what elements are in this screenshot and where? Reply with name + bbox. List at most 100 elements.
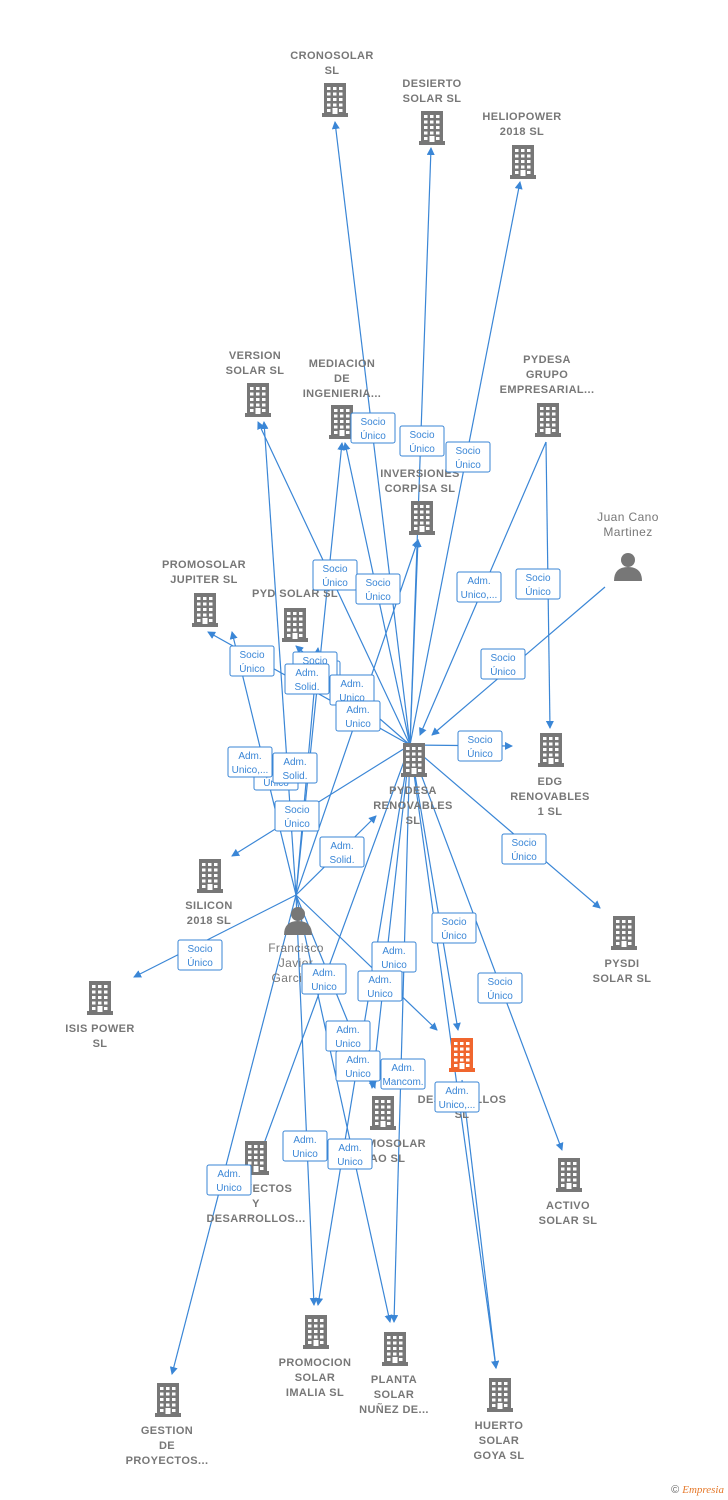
node-label: INGENIERIA...: [303, 388, 382, 400]
node-pyd_solar[interactable]: PYD SOLAR SL: [252, 588, 338, 642]
edge-label-text: Único: [322, 576, 348, 589]
edge-label-text: Adm.: [391, 1063, 414, 1074]
node-label: SOLAR: [479, 1435, 520, 1447]
edge-label-text: Socio: [322, 564, 347, 575]
node-label: PLANTA: [371, 1374, 417, 1386]
node-label: PYSDI: [604, 958, 639, 970]
copyright-symbol: ©: [671, 1484, 680, 1496]
node-label: ISIS POWER: [65, 1023, 134, 1035]
edge-label-pydesa_renovables-to-activo[interactable]: Adm.Unico,...: [456, 571, 502, 603]
building-icon: [535, 403, 561, 437]
edge-label-text: Socio: [360, 417, 385, 428]
node-label: ACTIVO: [546, 1200, 590, 1212]
edge-label-francisco-to-nunez[interactable]: Adm.Unico: [282, 1130, 328, 1162]
edge-label-text: Solid.: [282, 771, 307, 782]
edge-label-francisco-to-gestion[interactable]: Adm.Mancom.: [380, 1058, 426, 1090]
edge-pydesa_renovables-to-promosolar_lao: [368, 744, 411, 1089]
edge-label-francisco-to-pydesa_renovables[interactable]: Adm.Solid.: [284, 663, 330, 695]
edge-label-box: [206, 1164, 252, 1196]
node-label: EDG: [537, 776, 562, 788]
edge-label-text: Unico,...: [232, 765, 269, 776]
edge-label-box: [282, 1130, 328, 1162]
edge-label-francisco-to-version[interactable]: Adm.Unico: [371, 941, 417, 973]
node-activo[interactable]: ACTIVO SOLAR SL: [539, 1158, 598, 1227]
edge-pydesa_renovables-to-desarrollos_sl: [409, 744, 461, 1031]
node-label: CORPISA SL: [385, 483, 456, 495]
edge-label-francisco-to-promosolar_jupiter[interactable]: Adm.Unico: [335, 700, 381, 732]
edge-label-text: Único: [455, 458, 481, 471]
edge-label-pydesa_grupo-to-edg[interactable]: Adm.Unico,...: [227, 746, 273, 778]
edge-label-text: Único: [525, 585, 551, 598]
node-label: SOLAR: [295, 1372, 336, 1384]
node-pydesa_grupo[interactable]: PYDESAGRUPOEMPRESARIAL...: [500, 354, 595, 437]
edge-label-text: Adm.: [336, 1025, 359, 1036]
edge-label-desarrollos_sl-to-goya[interactable]: Adm.Unico,...: [434, 1081, 480, 1113]
node-label: SOLAR SL: [539, 1215, 598, 1227]
edge-label-francisco-to-promosolar_lao[interactable]: Adm.Unico: [327, 1138, 373, 1170]
edge-label-francisco-to-imalia[interactable]: Adm.Unico: [301, 963, 347, 995]
node-label: EMPRESARIAL...: [500, 384, 595, 396]
edge-label-juan_cano-to-pydesa_renovables[interactable]: Adm.Solid.: [272, 752, 318, 784]
edge-label-francisco-to-inversiones[interactable]: Adm.Unico: [325, 1020, 371, 1052]
edge-label-francisco-to-desarrollos_sl[interactable]: Adm.Unico: [335, 1050, 381, 1082]
edge-label-text: Único: [284, 817, 310, 830]
building-icon: [87, 981, 113, 1015]
edge-pydesa_renovables-to-proyectos: [256, 744, 411, 1161]
edge-label-francisco-to-pyd_solar[interactable]: Adm.Unico: [206, 1164, 252, 1196]
building-icon: [487, 1378, 513, 1412]
node-label: LAO SL: [363, 1153, 406, 1165]
edge-label-pydesa_renovables-to-pysdi[interactable]: Adm.Solid.: [319, 836, 365, 868]
edge-label-box: [319, 836, 365, 868]
node-label: PROMOCION: [279, 1357, 352, 1369]
building-icon: [611, 916, 637, 950]
edge-label-text: Adm.: [293, 1135, 316, 1146]
node-label: GESTION: [141, 1425, 193, 1437]
node-label: 2018 SL: [500, 126, 544, 138]
edge-label-text: Unico: [311, 982, 337, 993]
node-isis[interactable]: ISIS POWER SL: [65, 981, 134, 1050]
node-gestion[interactable]: GESTIONDEPROYECTOS...: [126, 1383, 209, 1467]
building-icon: [155, 1383, 181, 1417]
edge-label-text: Adm.: [330, 841, 353, 852]
node-mediacion[interactable]: MEDIACIONDEINGENIERIA...: [303, 358, 382, 439]
edge-label-text: Unico,...: [439, 1100, 476, 1111]
edge-label-text: Único: [467, 747, 493, 760]
edge-label-francisco-to-mediacion[interactable]: Adm.Unico: [357, 970, 403, 1002]
edge-label-box: [327, 1138, 373, 1170]
node-label: SL: [93, 1038, 108, 1050]
edge-label-box: [477, 972, 523, 1004]
edge-label-text: Socio: [487, 977, 512, 988]
node-label: 2018 SL: [187, 915, 231, 927]
edge-pydesa_renovables-to-pysdi: [409, 744, 601, 909]
edge-label-box: [335, 700, 381, 732]
